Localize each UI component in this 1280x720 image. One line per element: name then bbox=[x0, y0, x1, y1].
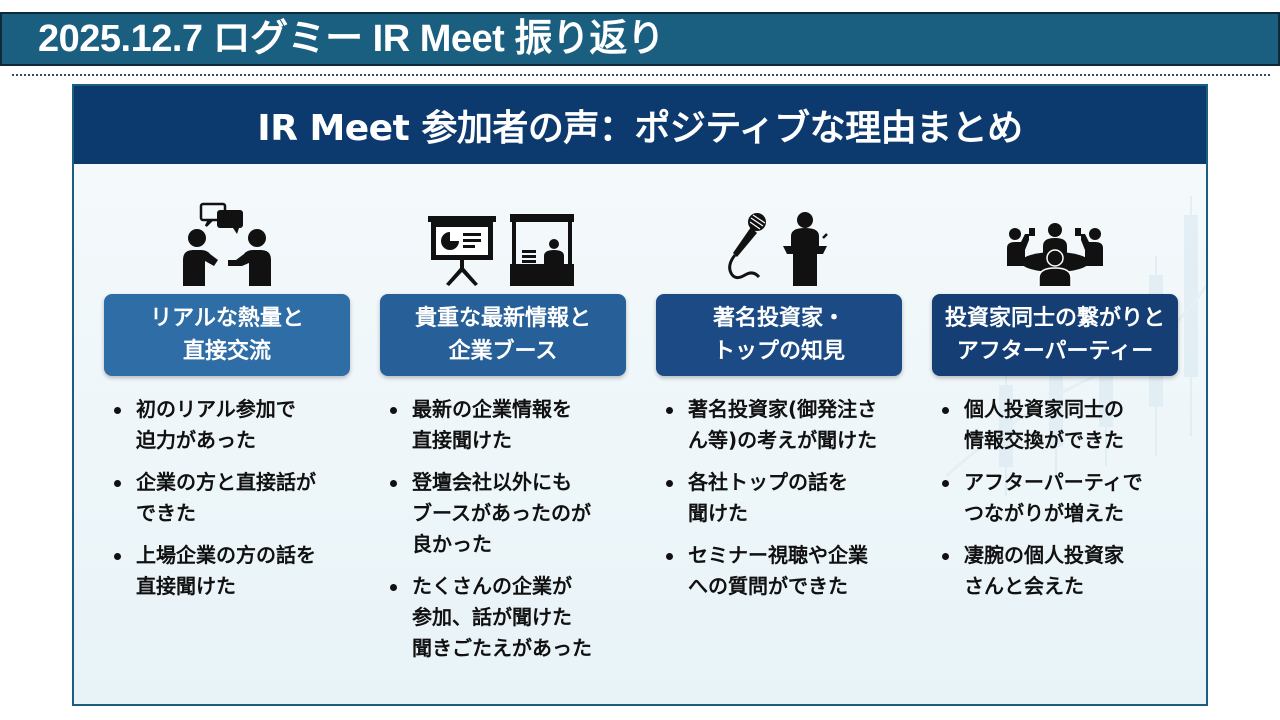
bullet-dot-icon bbox=[942, 480, 949, 487]
microphone-podium-icon bbox=[728, 212, 828, 286]
bullet-dot-icon bbox=[666, 407, 673, 414]
reason-label: 貴重な最新情報と 企業ブース bbox=[380, 294, 626, 376]
list-item: セミナー視聴や企業 への質問ができた bbox=[662, 540, 902, 602]
reason-column-investor-network: 投資家同士の繋がりと アフターパーティー 個人投資家同士の 情報交換ができた ア… bbox=[932, 196, 1178, 696]
list-item: 初のリアル参加で 迫力があった bbox=[110, 394, 350, 456]
bullet-dot-icon bbox=[390, 407, 397, 414]
summary-panel: IR Meet 参加者の声：ポジティブな理由まとめ bbox=[72, 84, 1208, 706]
slide-title: 2025.12.7 ログミー IR Meet 振り返り bbox=[38, 18, 665, 60]
bullet-dot-icon bbox=[666, 480, 673, 487]
bullet-list: 著名投資家(御発注さ ん等)の考えが聞けた 各社トップの話を 聞けた セミナー視… bbox=[656, 394, 902, 602]
bullet-list: 初のリアル参加で 迫力があった 企業の方と直接話が できた 上場企業の方の話を … bbox=[104, 394, 350, 602]
panel-title: IR Meet 参加者の声：ポジティブな理由まとめ bbox=[257, 108, 1023, 149]
party-networking-icon bbox=[1007, 223, 1103, 286]
bullet-list: 最新の企業情報を 直接聞けた 登壇会社以外にも ブースがあったのが 良かった た… bbox=[380, 394, 626, 664]
list-item: 凄腕の個人投資家 さんと会えた bbox=[938, 540, 1178, 602]
presentation-and-booth-icon bbox=[428, 214, 574, 286]
list-item: 上場企業の方の話を 直接聞けた bbox=[110, 540, 350, 602]
list-item: 各社トップの話を 聞けた bbox=[662, 467, 902, 529]
bullet-dot-icon bbox=[114, 553, 121, 560]
slide-header: 2025.12.7 ログミー IR Meet 振り返り bbox=[0, 12, 1280, 66]
panel-title-bar: IR Meet 参加者の声：ポジティブな理由まとめ bbox=[74, 86, 1206, 164]
dotted-divider bbox=[12, 74, 1270, 76]
bullet-dot-icon bbox=[390, 584, 397, 591]
people-conversation-icon bbox=[183, 202, 271, 286]
list-item: 個人投資家同士の 情報交換ができた bbox=[938, 394, 1178, 456]
reason-column-famous-investors: 著名投資家・ トップの知見 著名投資家(御発注さ ん等)の考えが聞けた 各社トッ… bbox=[656, 196, 902, 696]
list-item: アフターパーティで つながりが増えた bbox=[938, 467, 1178, 529]
bullet-list: 個人投資家同士の 情報交換ができた アフターパーティで つながりが増えた 凄腕の… bbox=[932, 394, 1178, 602]
list-item: 最新の企業情報を 直接聞けた bbox=[386, 394, 626, 456]
reason-column-latest-info: 貴重な最新情報と 企業ブース 最新の企業情報を 直接聞けた 登壇会社以外にも ブ… bbox=[380, 196, 626, 696]
bullet-dot-icon bbox=[666, 553, 673, 560]
reason-label: リアルな熱量と 直接交流 bbox=[104, 294, 350, 376]
bullet-dot-icon bbox=[114, 407, 121, 414]
list-item: たくさんの企業が 参加、話が聞けた 聞きごたえがあった bbox=[386, 571, 626, 664]
list-item: 著名投資家(御発注さ ん等)の考えが聞けた bbox=[662, 394, 902, 456]
reason-label: 著名投資家・ トップの知見 bbox=[656, 294, 902, 376]
reason-label: 投資家同士の繋がりと アフターパーティー bbox=[932, 294, 1178, 376]
reason-columns: リアルな熱量と 直接交流 初のリアル参加で 迫力があった 企業の方と直接話が で… bbox=[104, 196, 1178, 696]
reason-column-real-interaction: リアルな熱量と 直接交流 初のリアル参加で 迫力があった 企業の方と直接話が で… bbox=[104, 196, 350, 696]
bullet-dot-icon bbox=[390, 480, 397, 487]
bullet-dot-icon bbox=[114, 480, 121, 487]
bullet-dot-icon bbox=[942, 407, 949, 414]
bullet-dot-icon bbox=[942, 553, 949, 560]
list-item: 登壇会社以外にも ブースがあったのが 良かった bbox=[386, 467, 626, 560]
list-item: 企業の方と直接話が できた bbox=[110, 467, 350, 529]
